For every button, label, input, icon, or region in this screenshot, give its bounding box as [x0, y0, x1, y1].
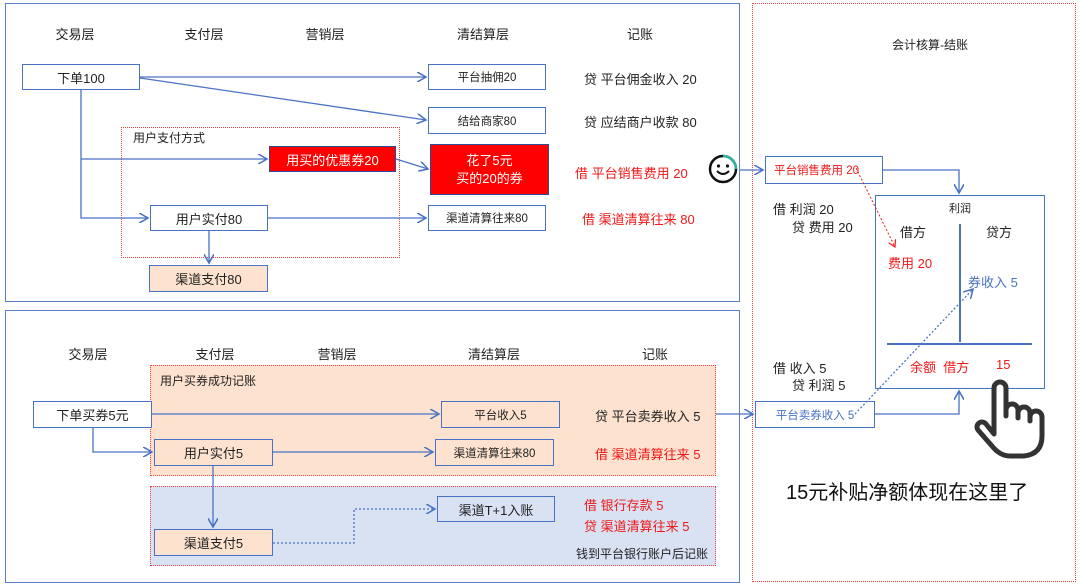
- spent-line1: 花了5元: [466, 152, 513, 168]
- smiley-icon: [708, 154, 738, 184]
- subsidy-note: 15元补贴净额体现在这里了: [786, 482, 1029, 504]
- ledger-entry: 贷 渠道清算往来 5: [584, 519, 690, 534]
- header-clearing: 清结算层: [456, 27, 510, 42]
- channel-pay-box: 渠道支付5: [154, 529, 273, 556]
- ledger-entry: 贷 平台佣金收入 20: [584, 72, 697, 87]
- ledger-entry: 借 银行存款 5: [584, 498, 664, 513]
- order-coupon-box: 下单买券5元: [33, 401, 152, 428]
- header-payment: 支付层: [195, 347, 235, 362]
- ledger-entry: 贷 平台卖券收入 5: [595, 409, 701, 424]
- debit-label: 借方: [899, 225, 927, 240]
- header-clearing: 清结算层: [467, 347, 521, 362]
- success-label: 用户买券成功记账: [160, 374, 257, 388]
- header-marketing: 营销层: [317, 347, 357, 362]
- ledger-entry: 借 渠道清算往来 5: [595, 447, 701, 462]
- balance-label: 余额 借方: [910, 360, 970, 375]
- t1-box: 渠道T+1入账: [437, 496, 555, 522]
- header-payment: 支付层: [184, 27, 224, 42]
- channel-clear-box: 渠道清算往来80: [435, 439, 554, 466]
- accounting-panel: [752, 3, 1076, 582]
- commission-box: 平台抽佣20: [428, 64, 546, 90]
- ledger-entry: 借 渠道清算往来 80: [582, 212, 695, 227]
- header-marketing: 营销层: [305, 27, 345, 42]
- accounting-title: 会计核算-结账: [892, 38, 968, 52]
- channel-pay-box: 渠道支付80: [149, 265, 268, 292]
- expense-box: 平台销售费用 20: [765, 156, 883, 184]
- coupon-income-value: 券收入 5: [968, 275, 1018, 290]
- pointing-hand-icon: [974, 379, 1045, 459]
- top-panel: [5, 3, 740, 302]
- header-trade: 交易层: [55, 27, 95, 42]
- header-ledger: 记账: [641, 347, 669, 362]
- entry-credit-expense: 贷 费用 20: [792, 220, 853, 235]
- ledger-entry: 借 平台销售费用 20: [575, 166, 688, 181]
- profit-title: 利润: [949, 203, 971, 215]
- platform-income-box: 平台收入5: [441, 401, 560, 428]
- entry-debit-profit: 借 利润 20: [773, 202, 834, 217]
- header-ledger: 记账: [626, 27, 654, 42]
- spent-line2: 买的20的券: [456, 170, 523, 186]
- t-baseline: [887, 343, 1032, 345]
- bank-label: 钱到平台银行账户后记账: [575, 547, 708, 561]
- header-trade: 交易层: [68, 347, 108, 362]
- spent-box: 花了5元 买的20的券: [430, 144, 549, 195]
- order-box: 下单100: [22, 64, 140, 90]
- user-paid-box: 用户实付5: [154, 439, 273, 466]
- entry-debit-income: 借 收入 5: [773, 361, 827, 376]
- entry-credit-profit: 贷 利润 5: [792, 378, 846, 393]
- credit-label: 贷方: [985, 225, 1013, 240]
- bottom-panel: [5, 310, 740, 583]
- coupon-box: 用买的优惠券20: [269, 146, 396, 172]
- income-box: 平台卖券收入 5: [755, 401, 875, 428]
- t-divider: [959, 224, 961, 342]
- pay-method-label: 用户支付方式: [133, 131, 206, 145]
- expense-value: 费用 20: [888, 256, 933, 271]
- ledger-entry: 贷 应结商户收款 80: [584, 115, 697, 130]
- merchant-box: 结给商家80: [428, 107, 546, 134]
- balance-value: 15: [996, 357, 1011, 372]
- channel-clear-box: 渠道清算往来80: [428, 205, 546, 231]
- user-paid-box: 用户实付80: [150, 205, 268, 231]
